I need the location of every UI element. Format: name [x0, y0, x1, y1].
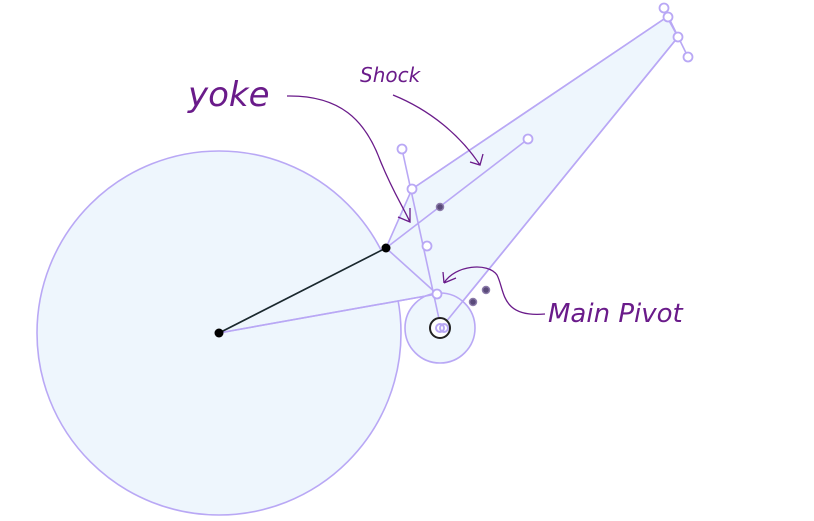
yoke-link	[385, 247, 438, 295]
pivot-inner	[435, 323, 445, 333]
joint-handle[interactable]	[682, 51, 694, 63]
joint-handle[interactable]	[658, 2, 670, 14]
joint-handle[interactable]	[672, 31, 684, 43]
main-pivot-arrow	[442, 266, 546, 315]
down-tube	[440, 36, 679, 329]
main-pivot-label: Main Pivot	[548, 299, 684, 329]
joint-handle[interactable]	[662, 11, 674, 23]
fixed-joint[interactable]	[468, 297, 478, 307]
chain-stay	[218, 247, 387, 334]
seat-stay	[218, 293, 438, 334]
joint-handle[interactable]	[421, 240, 433, 252]
wheel-axle[interactable]	[214, 328, 224, 338]
joint-handle[interactable]	[522, 133, 534, 145]
yoke-label: yoke	[187, 75, 270, 115]
yoke-joint[interactable]	[381, 243, 391, 253]
joint-handle[interactable]	[396, 143, 408, 155]
shock-label: Shock	[360, 63, 422, 87]
shock-line	[385, 138, 529, 249]
yoke-arrow	[286, 95, 411, 223]
top-tube	[411, 16, 668, 190]
joint-handle[interactable]	[431, 288, 443, 300]
fixed-joint[interactable]	[435, 202, 445, 212]
pivot-inner	[439, 323, 449, 333]
shock-arrow	[392, 94, 484, 166]
fixed-joint[interactable]	[481, 285, 491, 295]
joint-handle[interactable]	[406, 183, 418, 195]
